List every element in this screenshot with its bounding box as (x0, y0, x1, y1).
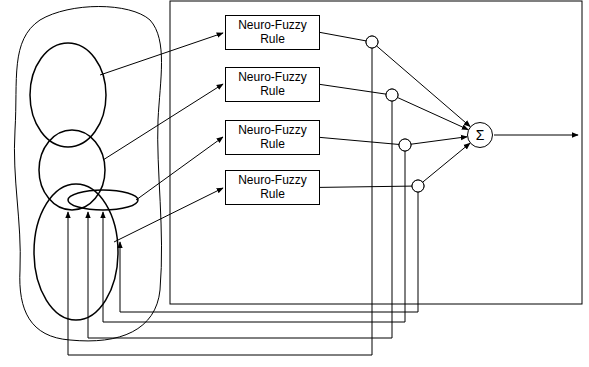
weighted-connector (320, 137, 467, 145)
weighted-connector (320, 143, 470, 187)
node-label: Neuro-Fuzzy Rule (230, 18, 315, 47)
input-arrow (100, 33, 223, 75)
fuzzy-region (30, 43, 106, 147)
weight-circle (399, 139, 411, 151)
feedback-line (68, 48, 372, 355)
input-arrow (114, 188, 223, 242)
feedback-line (88, 101, 392, 338)
sum-node: Σ (467, 122, 493, 148)
input-arrow (136, 137, 223, 200)
rule-box: Neuro-Fuzzy Rule (225, 67, 320, 102)
weight-circle (366, 36, 378, 48)
network-panel (170, 1, 582, 304)
rule-box: Neuro-Fuzzy Rule (225, 170, 320, 205)
fuzzy-region (34, 184, 118, 320)
node-label: Σ (476, 128, 485, 142)
weighted-connector (320, 84, 468, 129)
weight-circle (412, 180, 424, 192)
weight-circle (366, 36, 378, 48)
weight-circle (412, 180, 424, 192)
weight-circles (366, 36, 424, 192)
fuzzy-region (68, 190, 138, 210)
rule-box: Neuro-Fuzzy Rule (225, 120, 320, 155)
feedback-line (103, 151, 405, 322)
node-label: Neuro-Fuzzy Rule (230, 70, 315, 99)
node-label: Neuro-Fuzzy Rule (230, 173, 315, 202)
feedback-line (120, 192, 418, 312)
input-arrow (103, 84, 223, 160)
weight-circle (386, 89, 398, 101)
weight-circle (386, 89, 398, 101)
rule-box: Neuro-Fuzzy Rule (225, 15, 320, 50)
fuzzy-region (39, 130, 105, 210)
weighted-connector (320, 32, 470, 126)
node-label: Neuro-Fuzzy Rule (230, 123, 315, 152)
output-arrow (494, 135, 578, 136)
weight-circle (399, 139, 411, 151)
